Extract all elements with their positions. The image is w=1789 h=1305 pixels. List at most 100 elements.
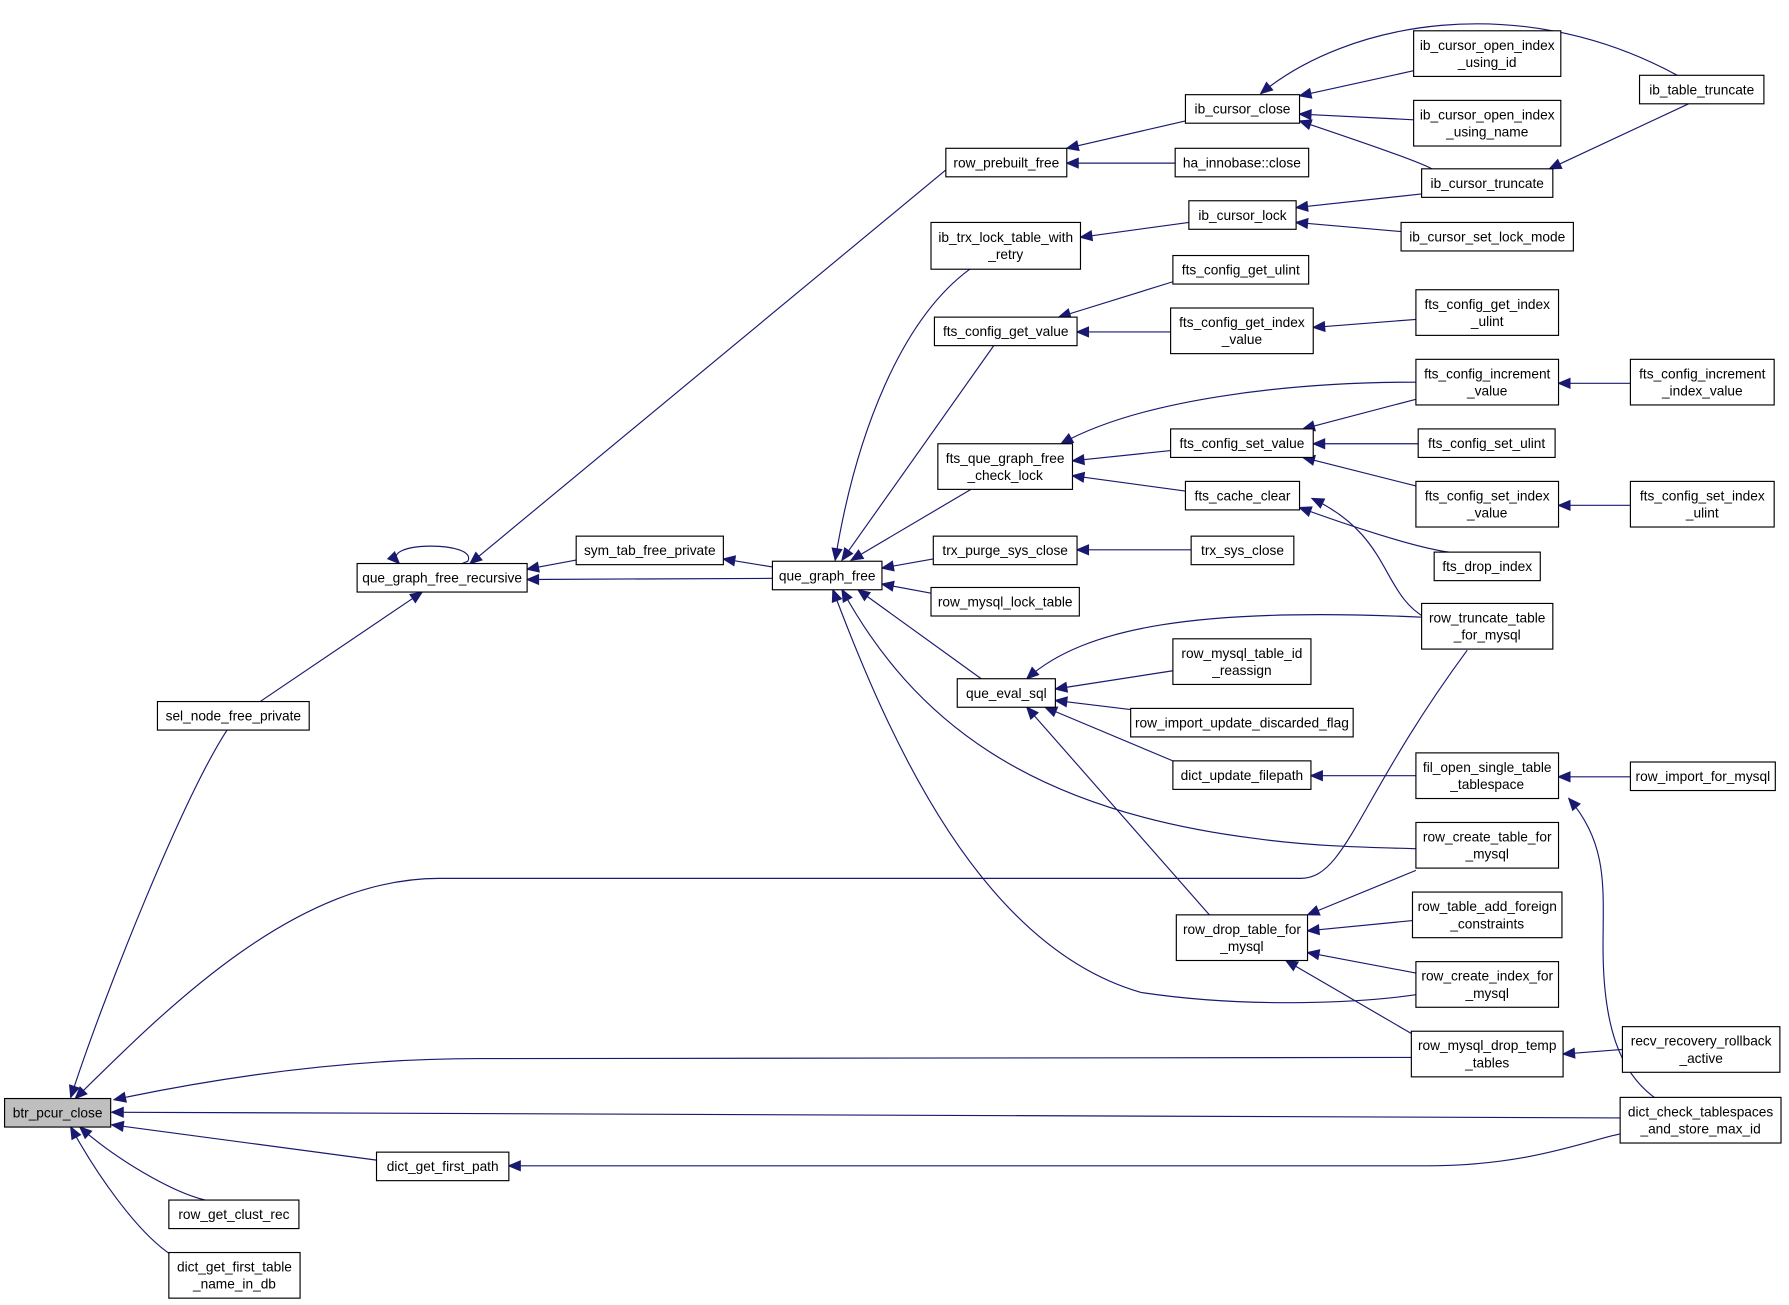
node-fts-drop-index[interactable]: fts_drop_index [1433,551,1541,582]
node-label: ib_table_truncate [1649,82,1754,97]
node-fts-config-set-ulint[interactable]: fts_config_set_ulint [1417,428,1556,459]
node-row-import-update-discarded-flag[interactable]: row_import_update_discarded_flag [1130,707,1354,738]
node-row-truncate-table-for-mysql[interactable]: row_truncate_table_for_mysql [1421,602,1554,650]
node-box [1184,94,1301,124]
node-fts-config-set-value[interactable]: fts_config_set_value [1170,428,1314,459]
node-row-get-clust-rec[interactable]: row_get_clust_rec [168,1199,300,1230]
node-fts-config-set-index-ulint[interactable]: fts_config_set_index_ulint [1629,480,1775,528]
node-fil-open-single-table-tablespace[interactable]: fil_open_single_table_tablespace [1415,752,1560,800]
node-label: row_create_index_for [1421,969,1553,984]
node-label: row_drop_table_for [1183,922,1301,937]
node-label: _and_store_max_id [1639,1122,1760,1137]
edge-ib-cursor-open-index-using-id-to-ib-cursor-close [1300,71,1414,98]
edge-que-graph-free-recursive-to-que-graph-free-recursive [388,546,469,563]
node-dict-check-tablespaces-and-store-max-id[interactable]: dict_check_tablespaces _and_store_max_id [1619,1096,1782,1144]
arrowhead [1027,707,1038,719]
node-row-drop-table-for-mysql[interactable]: row_drop_table_for_mysql [1175,914,1309,962]
node-ib-cursor-open-index-using-name[interactable]: ib_cursor_open_index_using_name [1413,99,1562,147]
node-dict-get-first-table-name-in-db[interactable]: dict_get_first_table_name_in_db [168,1251,301,1299]
node-fts-que-graph-free-check-lock[interactable]: fts_que_graph_free_check_lock [937,443,1074,490]
node-dict-update-filepath[interactable]: dict_update_filepath [1172,760,1312,790]
node-btr-pcur-close[interactable]: btr_pcur_close [3,1097,112,1128]
node-fts-config-get-value[interactable]: fts_config_get_value [933,316,1078,347]
node-fts-config-increment-index-value[interactable]: fts_config_increment_index_value [1629,358,1775,406]
edge-line [1080,222,1188,237]
node-trx-purge-sys-close[interactable]: trx_purge_sys_close [932,535,1078,566]
edge-row-mysql-drop-temp-tables-to-btr-pcur-close [114,1057,1411,1102]
node-ha-innobase-close[interactable]: ha_innobase::close [1174,147,1310,178]
edge-row-prebuilt-free-to-que-graph-free-recursive [470,170,946,564]
node-dict-get-first-path[interactable]: dict_get_first_path [375,1151,510,1182]
node-sel-node-free-private[interactable]: sel_node_free_private [156,700,310,731]
edge-line [851,489,971,560]
node-label: fts_config_set_value [1180,436,1305,451]
arrowhead [1563,1048,1575,1058]
node-fts-config-get-index-ulint[interactable]: fts_config_get_index_ulint [1415,289,1560,336]
edge-sel-node-free-private-to-que-graph-free-recursive [260,592,422,702]
node-row-mysql-drop-temp-tables[interactable]: row_mysql_drop_temp_tables [1410,1030,1564,1078]
node-label: _mysql [1465,847,1509,862]
arrowhead [1313,322,1325,332]
node-box [937,443,1074,490]
node-box [1638,74,1765,105]
node-box [1421,602,1554,650]
node-ib-cursor-close[interactable]: ib_cursor_close [1184,94,1301,124]
node-ib-cursor-open-index-using-id[interactable]: ib_cursor_open_index_using_id [1413,30,1562,78]
edge-line [80,1127,206,1200]
edge-line [1296,194,1422,208]
node-row-import-for-mysql[interactable]: row_import_for_mysql [1629,761,1776,792]
node-ib-trx-lock-table-with-retry[interactable]: ib_trx_lock_table_with_retry [930,221,1082,270]
node-label: _ulint [1470,314,1504,329]
node-row-mysql-lock-table[interactable]: row_mysql_lock_table [930,586,1080,617]
node-fts-config-get-ulint[interactable]: fts_config_get_ulint [1172,254,1310,285]
arrowhead [388,552,399,563]
node-que-graph-free-recursive[interactable]: que_graph_free_recursive [356,562,528,593]
node-box [1619,1096,1782,1144]
node-box [575,535,724,566]
node-label: ib_cursor_open_index [1420,38,1555,53]
arrowhead [1077,545,1088,555]
node-fts-config-get-index-value[interactable]: fts_config_get_index_value [1170,307,1314,355]
node-fts-config-increment-value[interactable]: fts_config_increment_value [1415,358,1560,406]
node-row-create-index-for-mysql[interactable]: row_create_index_for_mysql [1415,961,1560,1008]
node-sym-tab-free-private[interactable]: sym_tab_free_private [575,535,724,566]
node-ib-table-truncate[interactable]: ib_table_truncate [1638,74,1765,105]
node-label: fil_open_single_table [1423,760,1552,775]
arrowhead [1055,683,1067,692]
node-box [1190,535,1295,566]
node-trx-sys-close[interactable]: trx_sys_close [1190,535,1295,566]
arrowhead [112,1107,123,1117]
edge-line [509,1134,1620,1166]
node-recv-recovery-rollback-active[interactable]: recv_recovery_rollback_active [1621,1026,1781,1073]
node-box [933,316,1078,347]
edge-row-create-table-for-mysql-to-row-drop-table-for-mysql [1308,870,1416,915]
edge-line [1261,24,1677,94]
node-ib-cursor-truncate[interactable]: ib_cursor_truncate [1421,168,1554,198]
node-row-mysql-table-id-reassign[interactable]: row_mysql_table_id_reassign [1172,638,1312,686]
arrowhead [842,590,852,602]
edge-ib-table-truncate-to-ib-cursor-truncate [1549,104,1688,169]
arrowhead [1312,499,1324,508]
edge-fts-config-increment-value-to-fts-que-graph-free-check-lock [1061,382,1416,444]
edge-row-get-clust-rec-to-btr-pcur-close [80,1127,206,1200]
node-row-prebuilt-free[interactable]: row_prebuilt_free [945,147,1068,178]
node-row-table-add-foreign-constraints[interactable]: row_table_add_foreign_constraints [1411,891,1563,939]
node-label: que_eval_sql [966,686,1047,701]
node-que-eval-sql[interactable]: que_eval_sql [956,678,1056,708]
node-fts-cache-clear[interactable]: fts_cache_clear [1184,480,1301,511]
node-que-graph-free[interactable]: que_graph_free [771,560,883,591]
node-row-create-table-for-mysql[interactable]: row_create_table_for_mysql [1415,821,1560,869]
arrowhead [112,1122,124,1131]
arrowhead [1045,707,1057,716]
arrowhead [1067,158,1078,168]
edge-line [1308,870,1416,914]
node-ib-cursor-set-lock-mode[interactable]: ib_cursor_set_lock_mode [1400,221,1574,252]
node-label: row_mysql_lock_table [938,595,1073,610]
node-fts-config-set-index-value[interactable]: fts_config_set_index_value [1415,480,1560,528]
arrowhead [1072,472,1084,481]
arrowhead [1300,507,1312,516]
node-ib-cursor-lock[interactable]: ib_cursor_lock [1188,200,1297,230]
node-label: dict_check_tablespaces [1628,1104,1773,1119]
node-label: btr_pcur_close [13,1106,103,1121]
edge-line [842,590,1416,849]
